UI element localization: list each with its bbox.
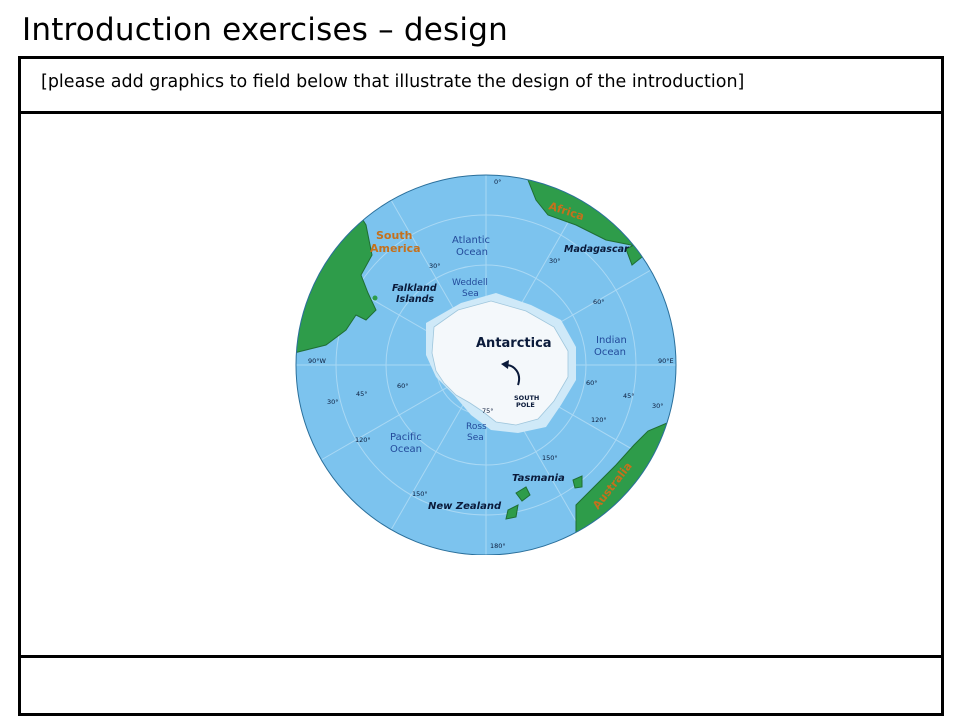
degree-label: 150°: [412, 490, 428, 498]
label-indian-ocean: Indian: [596, 335, 627, 346]
graphic-field[interactable]: [21, 114, 941, 658]
label-madagascar: Madagascar: [564, 244, 630, 255]
label-antarctica: Antarctica: [476, 336, 552, 351]
label-atlantic-ocean-2: Ocean: [456, 247, 488, 258]
degree-label: 45°: [623, 392, 635, 400]
label-falkland-islands: Falkland: [392, 283, 437, 294]
label-south-america: South: [376, 229, 412, 242]
degree-label: 45°: [356, 390, 368, 398]
content-frame: [please add graphics to field below that…: [18, 56, 944, 716]
south-pole-arrow-head: [501, 360, 509, 369]
label-ross-sea: Ross: [466, 422, 487, 432]
degree-label: 120°: [591, 416, 607, 424]
label-south-pole: SOUTH: [514, 394, 539, 402]
antarctica-land: [431, 300, 569, 426]
degree-label: 30°: [549, 257, 561, 265]
label-weddell-sea-2: Sea: [462, 289, 479, 299]
degree-label-180: 180°: [490, 542, 506, 550]
degree-label: 75°: [482, 407, 494, 415]
label-tasmania: Tasmania: [512, 473, 565, 484]
globe-outline: [295, 174, 677, 555]
label-south-america-2: America: [370, 242, 421, 255]
degree-label-90e: 90°E: [658, 357, 674, 365]
degree-label-0: 0°: [494, 178, 501, 186]
degree-label: 60°: [586, 379, 598, 387]
degree-label: 150°: [542, 454, 558, 462]
degree-label: 30°: [652, 402, 664, 410]
label-weddell-sea: Weddell: [452, 278, 488, 288]
label-south-pole-2: POLE: [516, 401, 535, 409]
tasmania-land: [572, 475, 583, 489]
label-atlantic-ocean: Atlantic: [452, 235, 490, 246]
new-zealand-land: [505, 486, 531, 520]
degree-label: 30°: [327, 398, 339, 406]
degree-label: 60°: [593, 298, 605, 306]
label-new-zealand: New Zealand: [428, 501, 502, 512]
degree-label-90w: 90°W: [308, 357, 327, 365]
instruction-row: [please add graphics to field below that…: [21, 59, 941, 114]
degree-label: 120°: [355, 436, 371, 444]
antarctica-map: Antarctica SOUTH POLE Atlantic Ocean Ind…: [295, 174, 677, 555]
label-indian-ocean-2: Ocean: [594, 347, 626, 358]
slide-title: Introduction exercises – design: [22, 12, 508, 48]
label-falkland-islands-2: Islands: [396, 294, 434, 305]
instruction-text: [please add graphics to field below that…: [41, 72, 745, 92]
label-pacific-ocean-2: Ocean: [390, 444, 422, 455]
bottom-field[interactable]: [21, 658, 941, 713]
degree-label: 60°: [397, 382, 409, 390]
degree-label: 30°: [429, 262, 441, 270]
falkland-islands-land: [372, 295, 378, 301]
label-pacific-ocean: Pacific: [390, 432, 422, 443]
label-ross-sea-2: Sea: [467, 433, 484, 443]
